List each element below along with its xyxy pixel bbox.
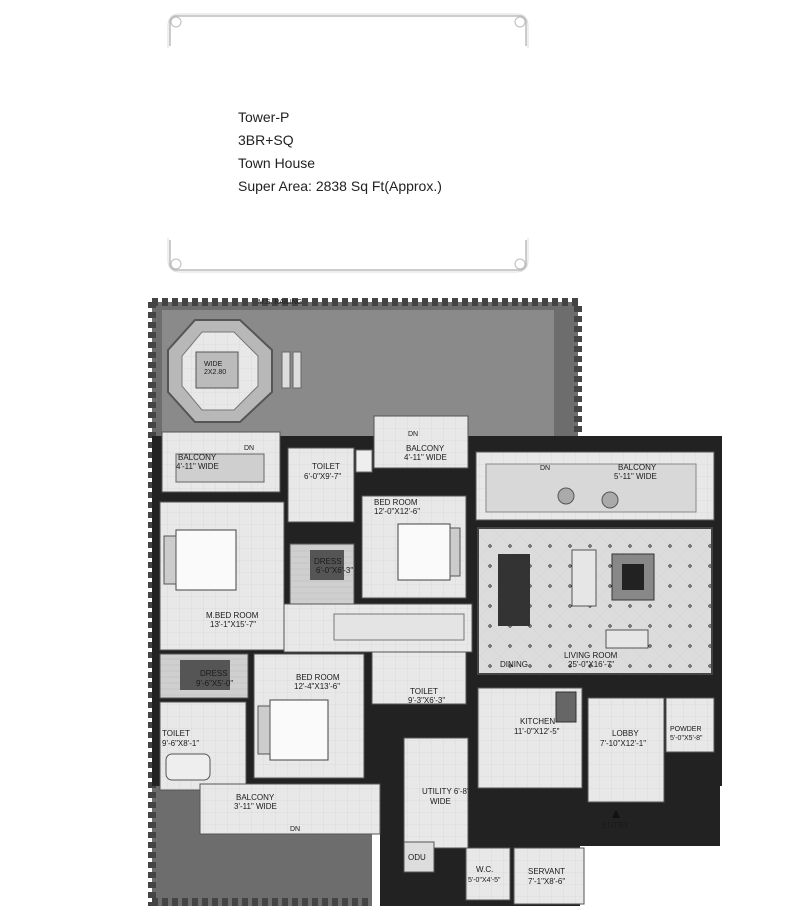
toilet-left-name: TOILET bbox=[162, 729, 190, 738]
sofa bbox=[571, 549, 597, 607]
balcony-furniture bbox=[175, 453, 265, 483]
dress-top-dims: 6'-0"X6'-3" bbox=[316, 566, 353, 575]
balcony-top-left-dn: DN bbox=[244, 445, 254, 452]
dining-name: DINING bbox=[500, 660, 528, 669]
mbed-dims: 13'-1"X15'-7" bbox=[210, 620, 256, 629]
balcony-bottom-dn: DN bbox=[290, 826, 300, 833]
gazebo-label: WIDE bbox=[204, 361, 223, 368]
dress-left-dims: 9'-6"X5'-0" bbox=[196, 679, 233, 688]
floor-plan: M.S. RAILING WIDE 2X2.80 DN BALCONY 4'-1… bbox=[148, 298, 722, 906]
powder-name: POWDER bbox=[670, 726, 702, 733]
wc-name: W.C. bbox=[476, 865, 493, 874]
utility bbox=[403, 737, 469, 849]
wc bbox=[465, 847, 511, 901]
decorative-frame-top bbox=[167, 13, 529, 48]
dress-left-name: DRESS bbox=[200, 669, 228, 678]
balcony-top-mid bbox=[373, 415, 469, 469]
bedroom-top-dims: 12'-0"X12'-6" bbox=[374, 507, 420, 516]
bed bbox=[269, 699, 329, 761]
corridor-panel bbox=[333, 613, 465, 641]
utility-dims: WIDE bbox=[430, 797, 451, 806]
dining-table bbox=[498, 554, 530, 626]
master-bed bbox=[175, 529, 237, 591]
bed bbox=[397, 523, 451, 581]
servant-dims: 7'-1"X8'-6" bbox=[528, 877, 565, 886]
odu-label: ODU bbox=[408, 853, 426, 862]
balcony-top-left-name: BALCONY bbox=[178, 453, 217, 462]
balcony-top-mid-name: BALCONY bbox=[406, 444, 445, 453]
dress-cabinet bbox=[310, 550, 344, 580]
dress-cabinet bbox=[180, 660, 230, 690]
decorative-frame-bottom bbox=[167, 238, 529, 273]
powder bbox=[665, 697, 715, 753]
utility-name: UTILITY 6'-8" bbox=[422, 787, 470, 796]
balcony-top-left-dims: 4'-11" WIDE bbox=[176, 462, 219, 471]
balcony-top-mid-dims: 4'-11" WIDE bbox=[404, 453, 447, 462]
toilet-mid-dims: 9'-3"X6'-3" bbox=[408, 696, 445, 705]
toilet-top-name: TOILET bbox=[312, 462, 340, 471]
area-label: Super Area: 2838 Sq Ft(Approx.) bbox=[238, 178, 442, 194]
living-dims: 25'-0"X16'-7" bbox=[568, 660, 614, 669]
bedroom-bottom-dims: 12'-4"X13'-6" bbox=[294, 682, 340, 691]
entry-arrow-icon bbox=[612, 810, 620, 818]
headboard bbox=[449, 527, 461, 577]
balcony-top-mid-dn: DN bbox=[408, 431, 418, 438]
entry-label: ENTRY bbox=[602, 821, 630, 830]
bedroom-top-name: BED ROOM bbox=[374, 498, 418, 507]
balcony-deck bbox=[485, 463, 697, 513]
gazebo bbox=[167, 319, 302, 423]
toilet-left-dims: 9'-6"X8'-1" bbox=[162, 739, 199, 748]
servant bbox=[513, 847, 585, 905]
balcony-chair bbox=[557, 487, 575, 505]
balcony-right-name: BALCONY bbox=[618, 463, 657, 472]
type-label: Town House bbox=[238, 155, 316, 171]
toilet-mid-name: TOILET bbox=[410, 687, 438, 696]
railing-label: M.S. RAILING bbox=[258, 299, 302, 306]
config-label: 3BR+SQ bbox=[238, 132, 294, 148]
kitchen-dims: 11'-0"X12'-5" bbox=[514, 727, 560, 736]
balcony-right-dims: 5'-11" WIDE bbox=[614, 472, 657, 481]
lobby bbox=[587, 697, 665, 803]
mbed-name: M.BED ROOM bbox=[206, 611, 259, 620]
toilet-mid bbox=[371, 651, 467, 705]
coffee-table bbox=[622, 564, 644, 590]
gazebo-dims: 2X2.80 bbox=[204, 369, 226, 376]
lobby-dims: 7'-10"X12'-1" bbox=[600, 739, 646, 748]
toilet-top-dims: 6'-0"X9'-7" bbox=[304, 472, 341, 481]
balcony-bottom-dims: 3'-11" WIDE bbox=[234, 802, 277, 811]
servant-name: SERVANT bbox=[528, 867, 565, 876]
balcony-chair bbox=[601, 491, 619, 509]
sofa bbox=[605, 629, 649, 649]
tower-label: Tower-P bbox=[238, 109, 290, 125]
dress-top-name: DRESS bbox=[314, 557, 342, 566]
lobby-name: LOBBY bbox=[612, 729, 639, 738]
unit-info: Tower-P 3BR+SQ Town House Super Area: 28… bbox=[238, 106, 442, 198]
bedroom-bottom-name: BED ROOM bbox=[296, 673, 340, 682]
bathtub bbox=[165, 753, 211, 781]
refrigerator bbox=[555, 691, 577, 723]
powder-dims: 5'-0"X5'-8" bbox=[670, 735, 703, 742]
living-name: LIVING ROOM bbox=[564, 651, 618, 660]
balcony-bottom-name: BALCONY bbox=[236, 793, 275, 802]
shaft bbox=[355, 449, 373, 473]
balcony-bottom bbox=[199, 783, 381, 835]
odu-unit bbox=[403, 841, 435, 873]
headboard bbox=[257, 705, 271, 755]
headboard bbox=[163, 535, 177, 585]
toilet-top bbox=[287, 447, 355, 523]
kitchen-name: KITCHEN bbox=[520, 717, 555, 726]
wc-dims: 5'-0"X4'-5" bbox=[468, 877, 501, 884]
balcony-right-dn: DN bbox=[540, 465, 550, 472]
